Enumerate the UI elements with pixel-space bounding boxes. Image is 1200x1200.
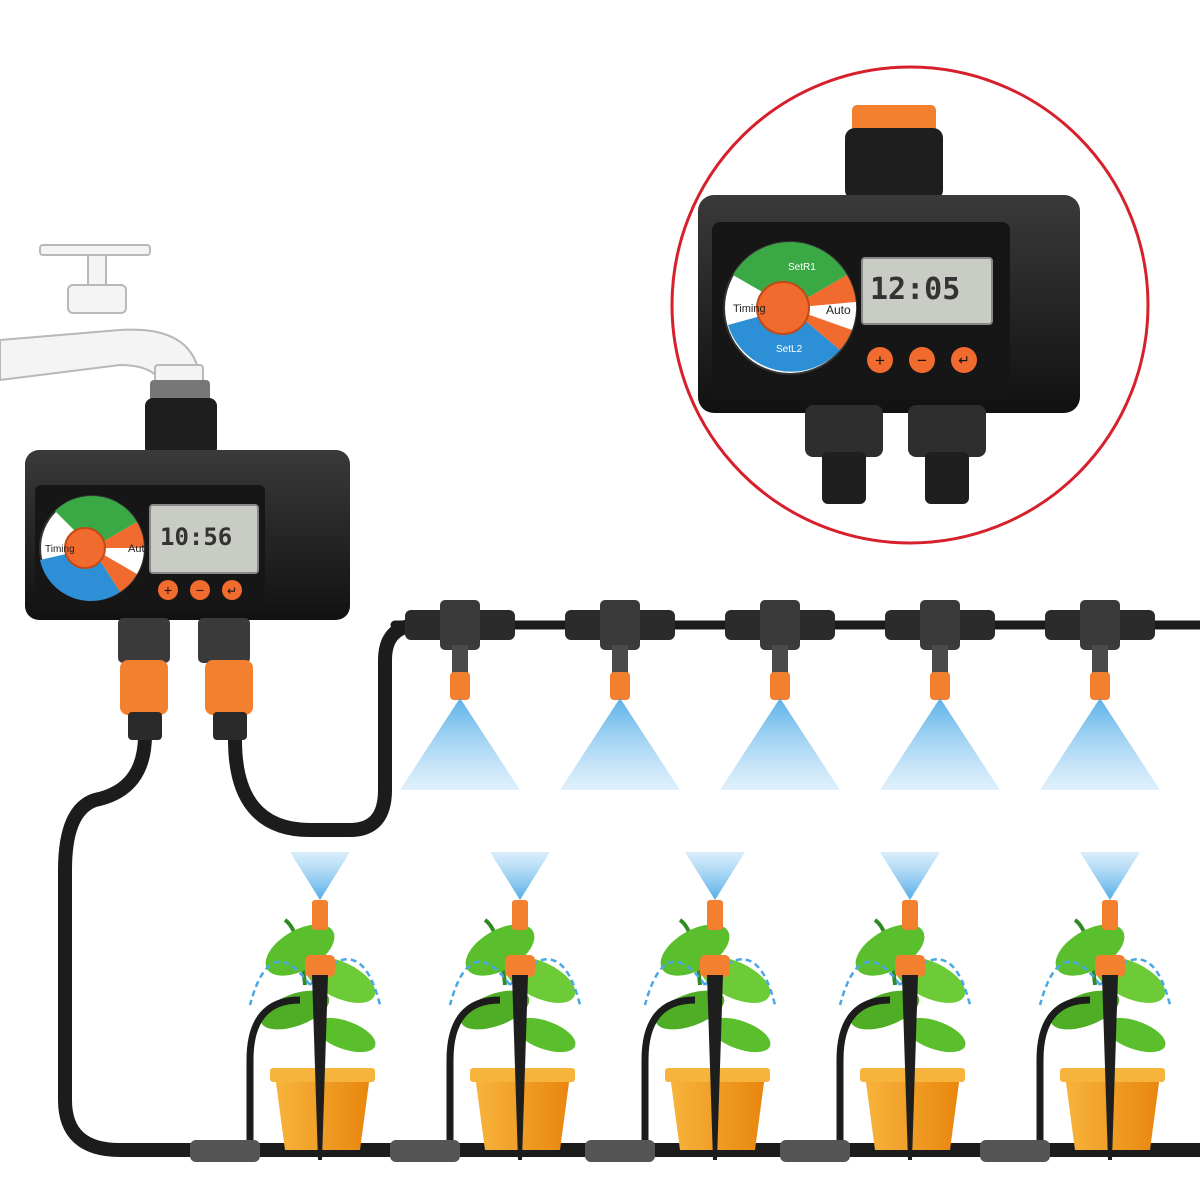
dial-small[interactable]: Auto Timing (39, 495, 151, 601)
lcd-time-small: 10:56 (160, 523, 232, 551)
lcd-time-large: 12:05 (870, 272, 960, 307)
top-sprayer-row (400, 600, 1160, 790)
bottom-plant-row (190, 852, 1172, 1162)
potted-plant-unit (780, 852, 972, 1162)
potted-plant-unit (390, 852, 582, 1162)
sprayer-nozzle (400, 600, 520, 790)
dial-label-auto: Auto (826, 303, 851, 317)
button-enter-small[interactable]: ↵ (222, 580, 242, 600)
dial-label-timing: Timing (45, 544, 75, 555)
button-minus-large[interactable]: − (909, 347, 935, 373)
sprayer-nozzle (560, 600, 680, 790)
potted-plant-unit (980, 852, 1172, 1162)
dial-label-setr1: SetR1 (788, 262, 816, 273)
timer-small: Auto Timing 10:56 + − ↵ (25, 380, 350, 740)
svg-text:−: − (196, 582, 204, 598)
button-plus-small[interactable]: + (158, 580, 178, 600)
svg-text:+: + (164, 582, 172, 598)
dial-label-setl2: SetL2 (776, 344, 803, 355)
button-enter-large[interactable]: ↵ (951, 347, 977, 373)
faucet-icon (0, 244, 204, 386)
sprayer-nozzle (720, 600, 840, 790)
button-minus-small[interactable]: − (190, 580, 210, 600)
svg-text:−: − (917, 351, 927, 370)
dial-label-timing: Timing (733, 303, 766, 315)
callout-detail: Auto Timing SetR1 SetL2 12:05 + − ↵ (670, 65, 1150, 545)
dial-label-auto: Auto (128, 543, 151, 555)
sprayer-nozzle (1040, 600, 1160, 790)
svg-text:↵: ↵ (227, 584, 237, 598)
svg-text:+: + (875, 351, 885, 370)
svg-text:↵: ↵ (958, 352, 970, 368)
dial-large[interactable]: Auto Timing SetR1 SetL2 (723, 241, 857, 375)
button-plus-large[interactable]: + (867, 347, 893, 373)
sprayer-nozzle (880, 600, 1000, 790)
potted-plant-unit (585, 852, 777, 1162)
potted-plant-unit (190, 852, 382, 1162)
